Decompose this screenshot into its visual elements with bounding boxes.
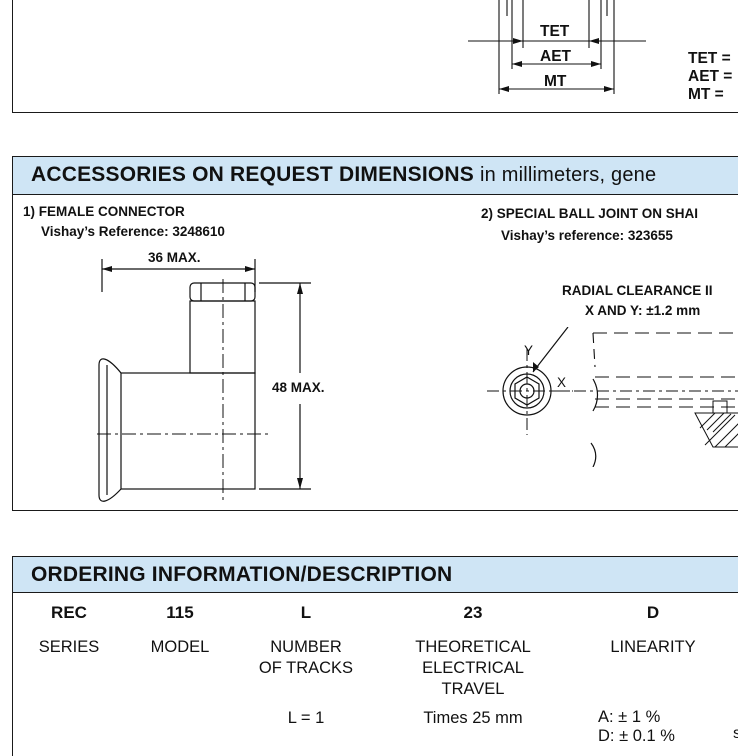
axis-x-label: X (557, 375, 567, 390)
label-series: SERIES (19, 637, 119, 658)
accessories-subtitle: in millimeters, gene (480, 164, 657, 186)
radial-clearance-line1: RADIAL CLEARANCE II (562, 283, 713, 298)
label-travel-text: THEORETICAL ELECTRICAL TRAVEL (415, 638, 531, 698)
code-series: REC (51, 603, 87, 622)
code-travel: 23 (463, 603, 483, 622)
legend-aet: AET = (688, 68, 733, 85)
code-tracks: L (300, 603, 312, 622)
accessories-title: ACCESSORIES ON REQUEST DIMENSIONS in mill… (31, 163, 656, 187)
option-tracks-1: L = 1 (287, 709, 325, 727)
ball-joint-drawing (487, 327, 738, 467)
ball-joint-heading: 2) SPECIAL BALL JOINT ON SHAI (481, 206, 699, 221)
female-width-dimension: 36 MAX. (148, 250, 201, 265)
label-linearity-text: LINEARITY (610, 638, 696, 656)
axis-y-label: Y (524, 343, 534, 358)
legend-tet: TET = (688, 50, 731, 67)
female-connector-reference: Vishay’s Reference: 3248610 (41, 224, 225, 239)
label-series-text: SERIES (38, 638, 100, 656)
ordering-title: ORDERING INFORMATION/DESCRIPTION (31, 563, 453, 586)
radial-clearance-line2: X AND Y: ±1.2 mm (585, 303, 701, 318)
label-tracks-text: NUMBER OF TRACKS (258, 638, 354, 677)
legend-mt: MT = (688, 86, 724, 103)
ball-joint-reference: Vishay’s reference: 323655 (501, 228, 673, 243)
dim-label-mt: MT (544, 73, 567, 90)
code-model: 115 (166, 603, 194, 622)
label-model-text: MODEL (150, 638, 210, 656)
edge-fragment: s (733, 725, 738, 742)
label-linearity: LINEARITY (588, 637, 718, 658)
code-linearity: D (646, 603, 660, 622)
female-connector-heading: 1) FEMALE CONNECTOR (23, 204, 185, 219)
option-linearity-a: A: ± 1 % (598, 708, 661, 726)
accessories-header-band: ACCESSORIES ON REQUEST DIMENSIONS in mill… (13, 157, 738, 195)
label-travel: THEORETICAL ELECTRICAL TRAVEL (398, 637, 548, 700)
label-model: MODEL (130, 637, 230, 658)
accessories-panel: ACCESSORIES ON REQUEST DIMENSIONS in mill… (12, 156, 738, 511)
female-height-dimension: 48 MAX. (272, 380, 325, 395)
option-linearity-d: D: ± 0.1 % (598, 727, 675, 745)
dim-label-aet: AET (540, 48, 571, 65)
top-dimension-panel: TET AET MT TET = AET = MT = (12, 0, 738, 113)
label-tracks: NUMBER OF TRACKS (236, 637, 376, 679)
ordering-header-band: ORDERING INFORMATION/DESCRIPTION (13, 557, 738, 593)
travel-dimension-drawing (468, 0, 646, 94)
dim-label-tet: TET (540, 23, 570, 40)
accessories-title-text: ACCESSORIES ON REQUEST DIMENSIONS (31, 163, 474, 186)
option-travel-1: Times 25 mm (423, 709, 523, 727)
female-connector-drawing (97, 259, 311, 502)
ordering-panel: ORDERING INFORMATION/DESCRIPTION REC 115… (12, 556, 738, 756)
